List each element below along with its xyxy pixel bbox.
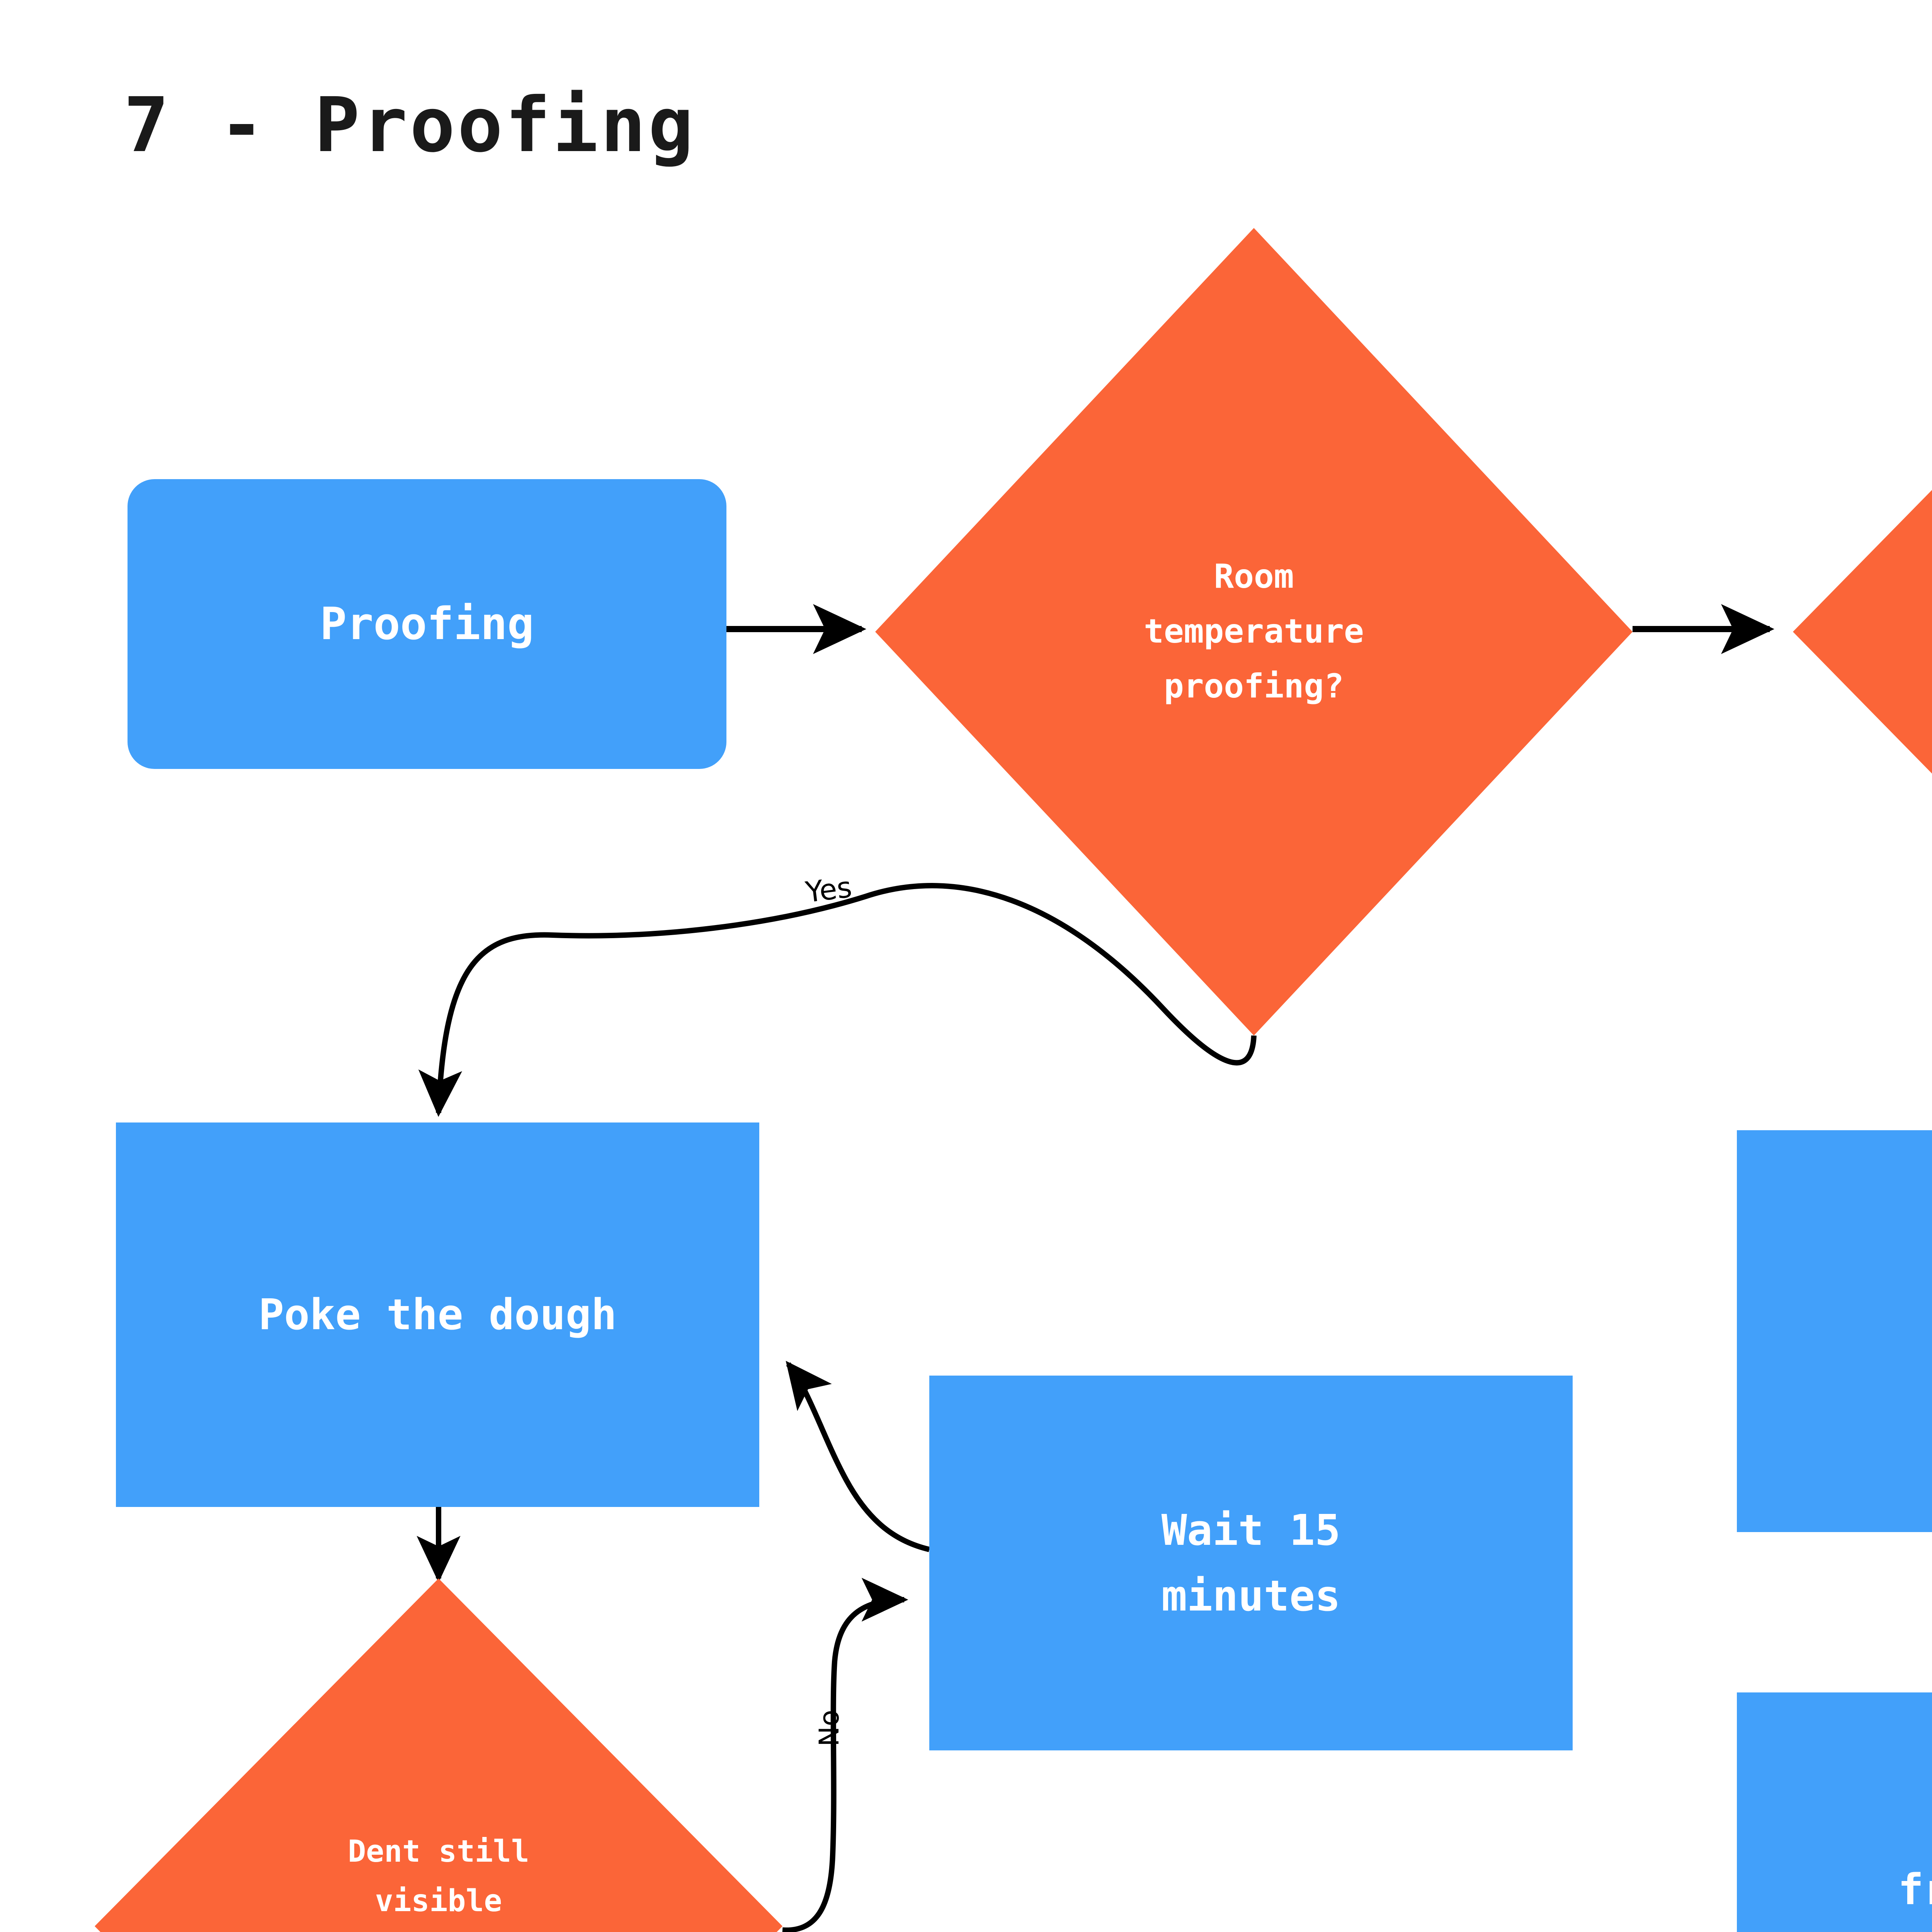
node-proof-in-fridge[interactable]: Proof in fridge at 4°C (40°F) — [1737, 1692, 1932, 1932]
edge-wait-left-to-poke-dough — [786, 1361, 930, 1552]
node-room-temperature-proofing[interactable]: Room temperature proofing? — [875, 228, 1633, 1036]
node-wait-15-minutes-right[interactable]: Wait 15 minutes — [1737, 1130, 1932, 1532]
edge-dent-no-to-wait-left — [782, 1578, 908, 1932]
node-poke-the-dough[interactable]: Poke the dough — [116, 1122, 759, 1507]
node-wait-15-minutes-left-label: Wait 15 minutes — [1161, 1505, 1341, 1621]
node-wait-15-minutes-left[interactable]: Wait 15 minutes — [929, 1376, 1573, 1750]
node-bake-in-10-16-hours[interactable]: Bake in 10-16 hours? — [1793, 228, 1932, 1036]
diamond-shape — [1793, 228, 1932, 1036]
edge-label-room-temp-yes: Yes — [804, 871, 854, 909]
node-proofing[interactable]: Proofing — [128, 479, 726, 769]
edge-label-dent-no: No — [813, 1709, 845, 1747]
node-proof-in-fridge-label: Proof in fridge at 4°C (40°F) — [1898, 1864, 1932, 1914]
page-title: 7 - Proofing — [124, 81, 696, 169]
node-dent-still-visible-label: Dent still visible after 1 minute? — [348, 1834, 529, 1919]
node-room-temperature-proofing-label: Room temperature proofing? — [1144, 557, 1364, 706]
node-proofing-label: Proofing — [320, 598, 534, 650]
node-dent-still-visible[interactable]: Dent still visible after 1 minute? — [95, 1578, 782, 1932]
node-poke-the-dough-label: Poke the dough — [258, 1290, 617, 1340]
